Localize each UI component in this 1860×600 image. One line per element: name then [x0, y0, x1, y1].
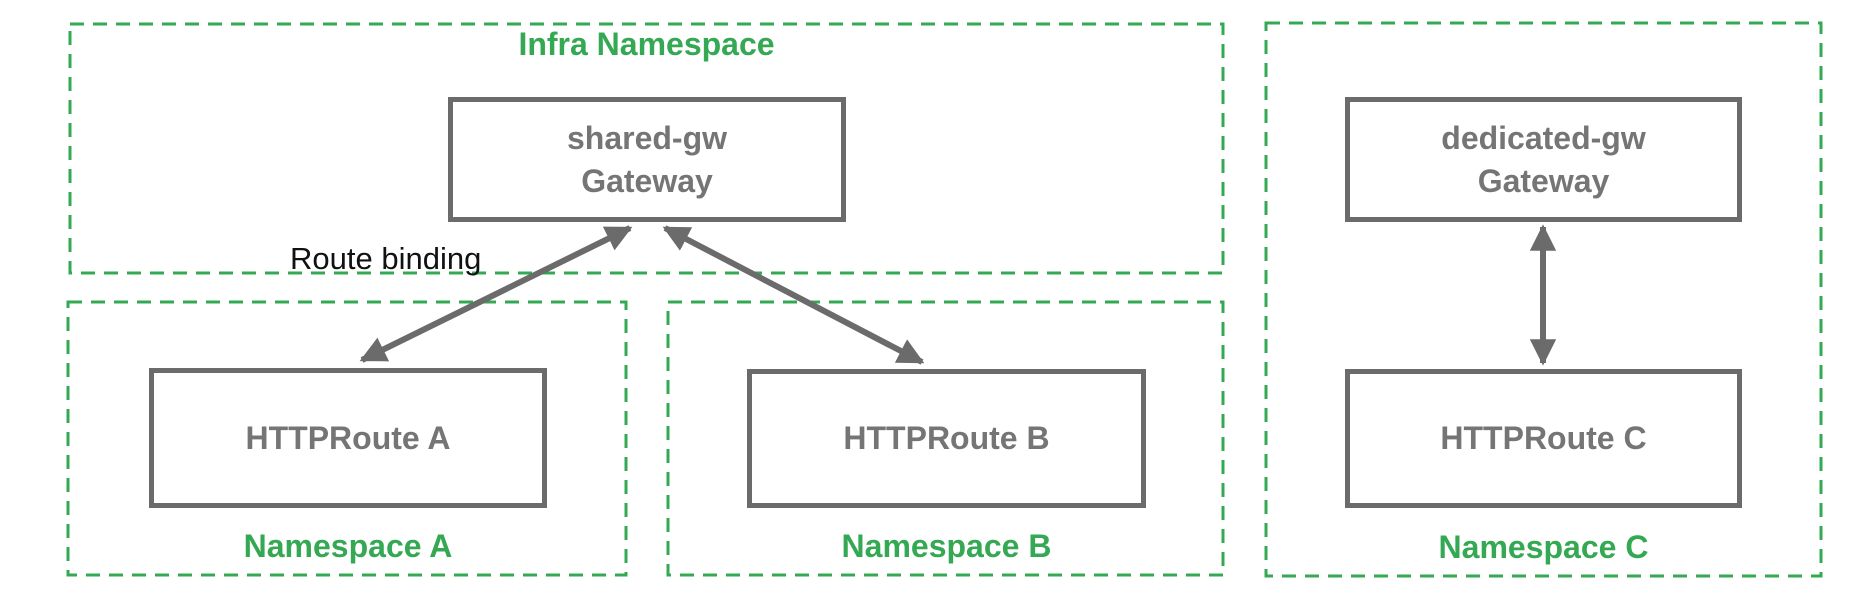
infra-namespace-label: Infra Namespace — [518, 26, 775, 62]
namespace-b-label: Namespace B — [841, 528, 1052, 564]
httproute-a-node: HTTPRoute A — [149, 368, 547, 508]
namespace-b-boundary — [666, 300, 1225, 577]
infra-namespace-boundary — [68, 22, 1225, 275]
route-binding-annotation: Route binding — [290, 241, 482, 276]
httproute-b-node: HTTPRoute B — [747, 369, 1146, 508]
httproute-c-node: HTTPRoute C — [1345, 369, 1742, 508]
shared-gw-name: shared-gw — [566, 120, 728, 157]
namespace-a-label: Namespace A — [243, 528, 453, 564]
arrow-route-b-to-shared-gw — [662, 225, 925, 365]
dedicated-gw-kind: Gateway — [1477, 162, 1610, 199]
httproute-c-label: HTTPRoute C — [1440, 420, 1647, 457]
dedicated-gw-name: dedicated-gw — [1441, 120, 1646, 157]
shared-gw-kind: Gateway — [581, 162, 713, 199]
namespace-c-boundary — [1264, 21, 1823, 578]
namespace-c-label: Namespace C — [1438, 529, 1649, 565]
namespace-a-boundary — [66, 300, 628, 577]
shared-gw-gateway-node: shared-gw Gateway — [448, 97, 846, 222]
arrow-route-a-to-shared-gw — [359, 225, 633, 363]
httproute-a-label: HTTPRoute A — [245, 419, 451, 456]
httproute-b-label: HTTPRoute B — [843, 420, 1050, 457]
dedicated-gw-gateway-node: dedicated-gw Gateway — [1345, 97, 1742, 222]
